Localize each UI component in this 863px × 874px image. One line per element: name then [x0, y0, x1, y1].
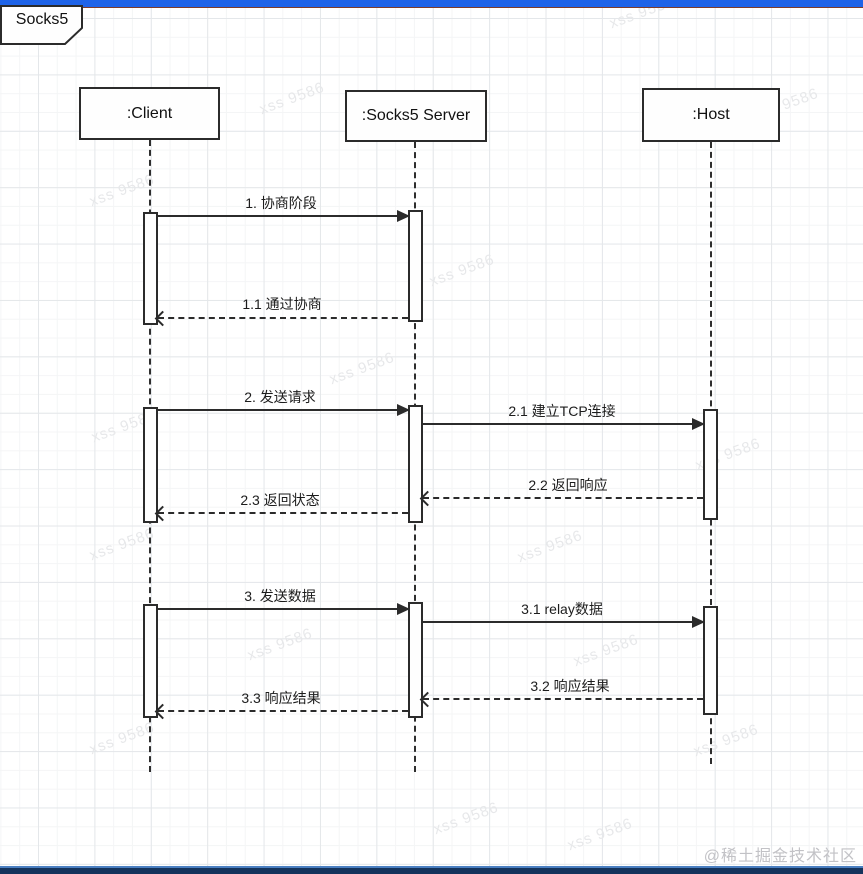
message-arrow-2.1 [423, 418, 705, 430]
actor-box-client: :Client [79, 87, 220, 140]
message-label-2: 2. 发送请求 [244, 389, 316, 405]
frame-tab [0, 5, 84, 45]
grid-canvas [0, 8, 863, 866]
message-label-3.1: 3.1 relay数据 [521, 601, 603, 617]
message-arrow-1.1 [158, 317, 408, 319]
message-arrow-3 [158, 603, 410, 615]
credit-watermark: @稀土掘金技术社区 [703, 848, 857, 865]
message-label-2.1: 2.1 建立TCP连接 [508, 403, 616, 419]
top-accent-bar [0, 0, 863, 8]
activation-host-3 [703, 606, 718, 715]
activation-client-1 [143, 212, 158, 325]
activation-host-2 [703, 409, 718, 520]
message-arrow-1 [158, 210, 410, 222]
actor-label-socks5-server: :Socks5 Server [361, 107, 471, 124]
message-label-2.3: 2.3 返回状态 [240, 492, 320, 508]
activation-client-2 [143, 407, 158, 523]
bottom-accent-bar [0, 866, 863, 874]
message-label-1.1: 1.1 通过协商 [242, 296, 322, 312]
message-arrow-2 [158, 404, 410, 416]
actor-label-host: :Host [692, 106, 730, 123]
actor-label-client: :Client [126, 104, 173, 122]
message-arrow-3.1 [423, 616, 705, 628]
message-label-3.2: 3.2 响应结果 [530, 678, 610, 694]
activation-client-3 [143, 604, 158, 718]
frame-tab-shape [0, 5, 83, 45]
activation-server-3 [408, 602, 423, 718]
actor-box-socks5-server: :Socks5 Server [345, 90, 487, 142]
message-label-1: 1. 协商阶段 [245, 195, 317, 211]
diagram-title: Socks5 [15, 11, 69, 28]
message-arrow-3.2 [423, 698, 703, 700]
activation-server-2 [408, 405, 423, 523]
message-arrow-2.2 [423, 497, 703, 499]
actor-box-host: :Host [642, 88, 780, 142]
message-arrow-3.3 [158, 710, 408, 712]
message-label-3: 3. 发送数据 [244, 588, 316, 604]
message-label-2.2: 2.2 返回响应 [528, 477, 608, 493]
message-arrow-2.3 [158, 512, 408, 514]
activation-server-1 [408, 210, 423, 322]
message-label-3.3: 3.3 响应结果 [241, 690, 321, 706]
